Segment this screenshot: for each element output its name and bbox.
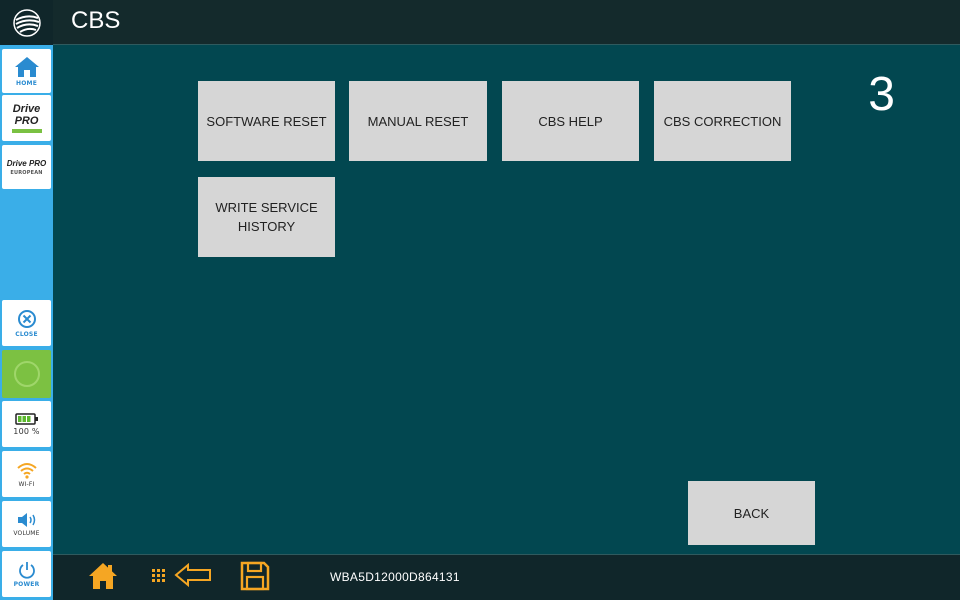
brand-logo-icon: [12, 8, 41, 37]
close-icon: [17, 309, 36, 328]
battery-label: 100 %: [13, 426, 40, 436]
back-button[interactable]: BACK: [688, 481, 815, 545]
drivepro-brand-text: Drive PRO: [12, 103, 41, 127]
grid-icon: [152, 569, 165, 582]
cbs-help-button[interactable]: CBS HELP: [502, 81, 639, 161]
wifi-icon: [16, 462, 37, 479]
drivepro-european-app-button[interactable]: Drive PRO EUROPEAN: [2, 145, 51, 189]
main-panel: 3 SOFTWARE RESET MANUAL RESET CBS HELP C…: [53, 45, 960, 554]
back-label: BACK: [733, 505, 770, 521]
close-button[interactable]: CLOSE: [2, 300, 51, 346]
cbs-correction-label: CBS CORRECTION: [663, 113, 782, 129]
power-button[interactable]: POWER: [2, 551, 51, 597]
page-number: 3: [868, 68, 895, 121]
drivepro-app-button[interactable]: Drive PRO: [2, 95, 51, 141]
drivepro-accent: [11, 129, 42, 133]
battery-icon: [14, 412, 38, 425]
save-icon: [240, 561, 270, 591]
home-label: HOME: [16, 79, 37, 87]
vin-number: WBA5D12000D864131: [330, 570, 460, 584]
back-arrow-icon: [174, 562, 212, 588]
brand-logo: [0, 0, 53, 45]
footer-home-button[interactable]: [88, 561, 118, 595]
drivepro-european-sub: EUROPEAN: [10, 169, 43, 176]
wifi-label: WI-FI: [18, 480, 35, 488]
sidebar: HOME Drive PRO Drive PRO EUROPEAN CLOSE …: [0, 0, 53, 600]
write-service-history-label-line1: WRITE SERVICE: [215, 200, 318, 215]
footer-save-button[interactable]: [240, 561, 270, 595]
footer-bar: WBA5D12000D864131: [53, 554, 960, 600]
cbs-correction-button[interactable]: CBS CORRECTION: [654, 81, 791, 161]
drivepro-european-logo: Drive PRO: [7, 159, 47, 168]
home-button[interactable]: HOME: [2, 49, 51, 93]
drivepro-european-brand-text: Drive PRO: [6, 158, 47, 168]
manual-reset-label: MANUAL RESET: [367, 113, 469, 129]
write-service-history-label-line2: HISTORY: [237, 219, 296, 234]
home-icon: [14, 56, 39, 77]
write-service-history-button[interactable]: WRITE SERVICE HISTORY: [198, 177, 335, 257]
footer-back-menu-button[interactable]: [151, 562, 212, 588]
drivepro-logo: Drive PRO: [6, 103, 48, 127]
battery-status: 100 %: [2, 401, 51, 447]
software-reset-label: SOFTWARE RESET: [206, 113, 327, 129]
volume-label: VOLUME: [13, 529, 40, 537]
volume-button[interactable]: VOLUME: [2, 501, 51, 547]
page-title: CBS: [71, 7, 121, 34]
volume-icon: [17, 512, 35, 527]
home-icon: [89, 563, 117, 589]
power-icon: [18, 561, 35, 579]
header-bar: CBS: [53, 0, 960, 45]
green-status-tile[interactable]: [2, 350, 51, 398]
software-reset-button[interactable]: SOFTWARE RESET: [198, 81, 335, 161]
cbs-help-label: CBS HELP: [538, 113, 603, 129]
power-label: POWER: [13, 580, 40, 588]
green-status-ring: [13, 361, 40, 387]
close-label: CLOSE: [15, 330, 38, 338]
wifi-button[interactable]: WI-FI: [2, 451, 51, 497]
manual-reset-button[interactable]: MANUAL RESET: [349, 81, 487, 161]
